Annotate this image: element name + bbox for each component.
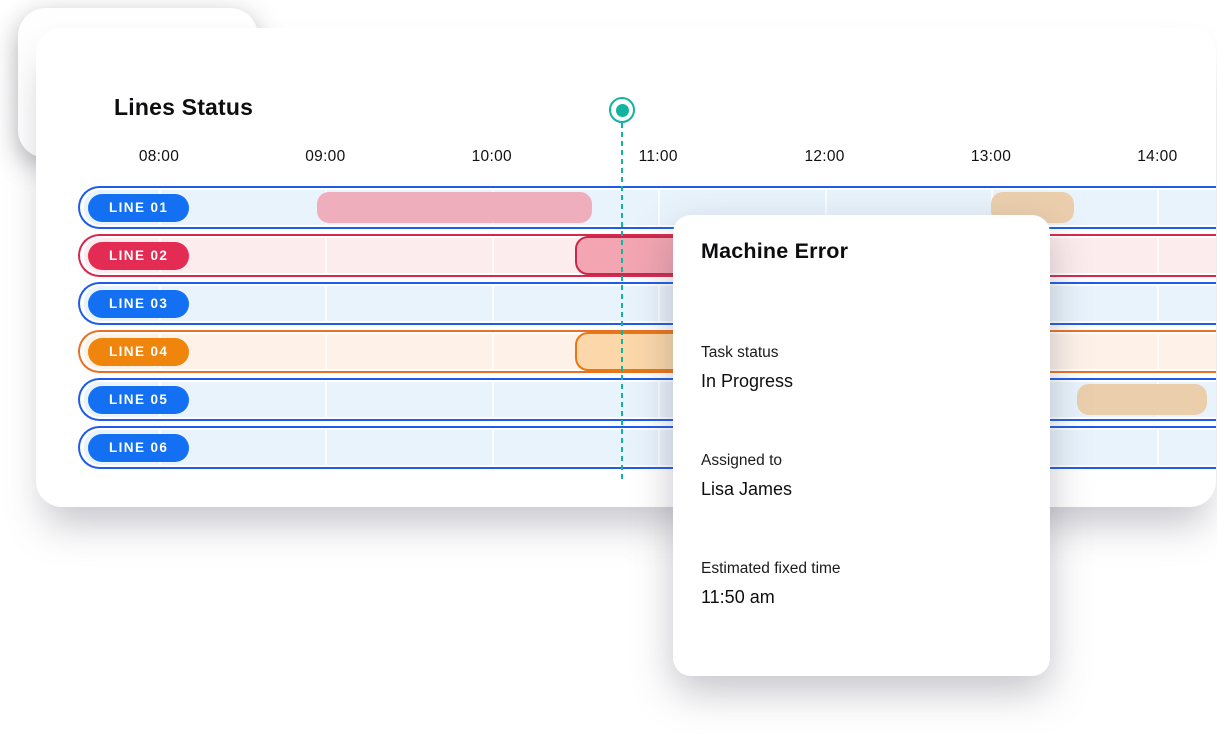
task-bar-tan[interactable] (1076, 384, 1208, 415)
hour-gridline (1157, 238, 1160, 273)
row-badge-line-03: LINE 03 (88, 289, 190, 318)
hour-gridline (658, 286, 661, 321)
hour-gridline (658, 430, 661, 465)
row-badge-line-02: LINE 02 (88, 241, 190, 270)
tooltip-label: Task status (701, 344, 779, 361)
tooltip-value: Lisa James (701, 479, 793, 499)
hour-gridline (1157, 334, 1160, 369)
marker-dot-icon (615, 103, 629, 117)
hour-gridline (325, 334, 328, 369)
hour-gridline (824, 190, 827, 225)
tooltip-value: In Progress (701, 371, 794, 391)
hour-gridline (491, 286, 494, 321)
axis-tick-label: 11:00 (638, 148, 678, 165)
hour-gridline (325, 382, 328, 417)
tooltip-value: 11:50 am (701, 587, 775, 607)
timeline-row-line-01[interactable]: LINE 01 (78, 186, 1216, 229)
current-time-marker-icon[interactable] (609, 97, 636, 123)
hour-gridline (658, 382, 661, 417)
task-bar-pink[interactable] (317, 192, 592, 223)
axis-tick-label: 12:00 (804, 148, 845, 165)
axis-tick-label: 09:00 (305, 148, 346, 165)
current-time-line (621, 123, 624, 483)
tooltip-section-estimated-fixed-time: Estimated fixed time 11:50 am (701, 560, 1022, 608)
row-badge-line-04: LINE 04 (88, 337, 190, 366)
hour-gridline (325, 286, 328, 321)
row-badge-line-05: LINE 05 (88, 385, 190, 414)
axis-tick-label: 14:00 (1137, 148, 1178, 165)
tooltip-section-assigned-to: Assigned to Lisa James (701, 452, 1022, 500)
hour-gridline (491, 334, 494, 369)
hour-gridline (491, 238, 494, 273)
axis-tick-label: 13:00 (970, 148, 1012, 165)
hour-gridline (1157, 286, 1160, 321)
axis-tick-label: 08:00 (138, 148, 180, 165)
page-title: Lines Status (114, 94, 254, 120)
hour-gridline (658, 190, 661, 225)
tooltip-label: Assigned to (701, 452, 782, 469)
tooltip-label: Estimated fixed time (701, 560, 841, 577)
row-badge-line-01: LINE 01 (88, 193, 190, 222)
hour-gridline (325, 430, 328, 465)
hour-gridline (1157, 430, 1160, 465)
hour-gridline (491, 430, 494, 465)
hour-gridline (491, 382, 494, 417)
row-badge-line-06: LINE 06 (88, 433, 190, 462)
axis-tick-label: 10:00 (471, 148, 512, 165)
hour-gridline (325, 238, 328, 273)
tooltip-title: Machine Error (701, 239, 849, 263)
hour-gridline (1157, 190, 1160, 225)
tooltip-section-task-status: Task status In Progress (701, 344, 1022, 392)
machine-error-tooltip: Machine Error Task status In Progress As… (673, 215, 1050, 676)
